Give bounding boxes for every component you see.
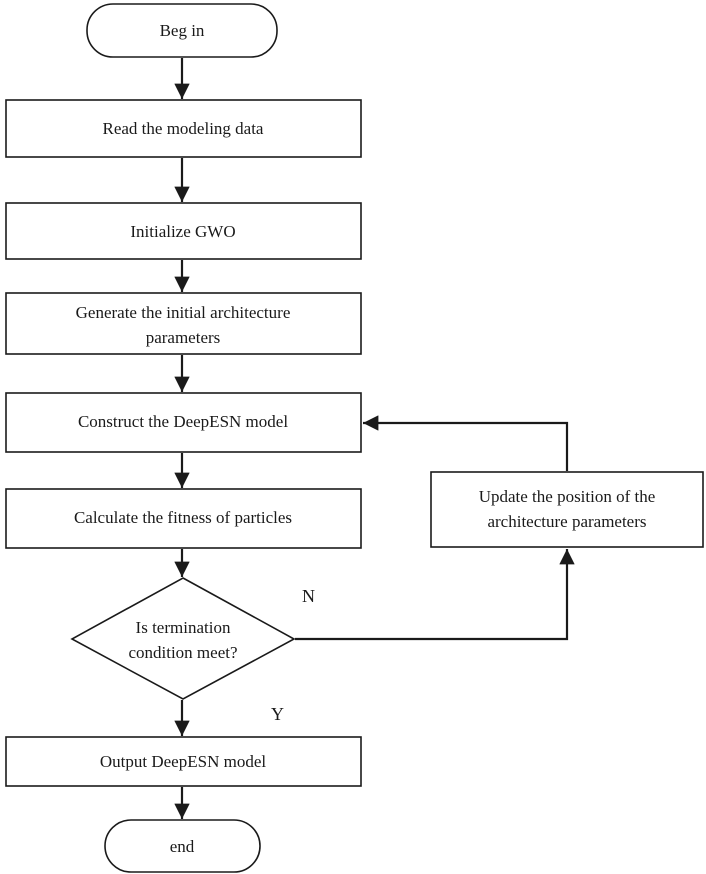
- decision-label-line1: Is termination: [136, 618, 231, 637]
- construct-model-label: Construct the DeepESN model: [78, 412, 288, 431]
- read-data-label: Read the modeling data: [103, 119, 264, 138]
- begin-node: Beg in: [86, 3, 278, 58]
- termination-decision: Is termination condition meet?: [70, 577, 296, 700]
- update-position-label-line1: Update the position of the: [479, 487, 656, 506]
- arrow-decision-to-update: [295, 549, 575, 641]
- read-data-step: Read the modeling data: [5, 99, 362, 158]
- arrow-update-to-construct: [363, 415, 569, 471]
- calc-fitness-label: Calculate the fitness of particles: [74, 508, 292, 527]
- decision-label-line2: condition meet?: [128, 643, 237, 662]
- update-position-label-line2: architecture parameters: [487, 512, 646, 531]
- generate-params-step: Generate the initial architecture parame…: [5, 292, 362, 355]
- init-gwo-step: Initialize GWO: [5, 202, 362, 260]
- end-label: end: [170, 837, 195, 856]
- generate-params-label-line2: parameters: [146, 328, 221, 347]
- output-model-step: Output DeepESN model: [5, 736, 362, 787]
- end-node: end: [104, 819, 261, 873]
- generate-params-label-line1: Generate the initial architecture: [76, 303, 291, 322]
- construct-model-step: Construct the DeepESN model: [5, 392, 362, 453]
- init-gwo-label: Initialize GWO: [130, 222, 235, 241]
- update-position-step: Update the position of the architecture …: [430, 471, 704, 548]
- output-model-label: Output DeepESN model: [100, 752, 266, 771]
- begin-label: Beg in: [160, 21, 205, 40]
- branch-label-no: N: [302, 586, 315, 606]
- calc-fitness-step: Calculate the fitness of particles: [5, 488, 362, 549]
- branch-label-yes: Y: [271, 704, 284, 724]
